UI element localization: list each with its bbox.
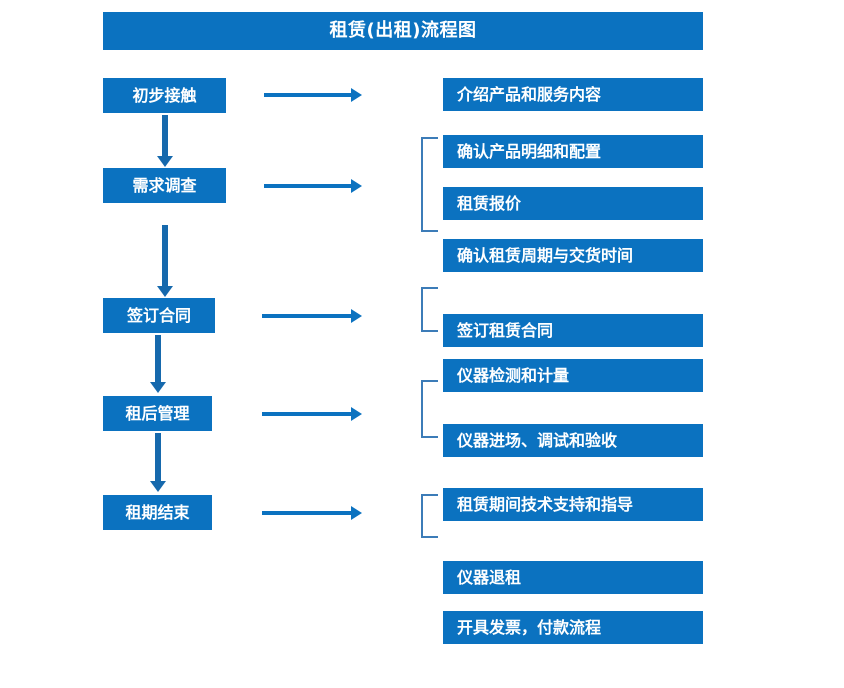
arrow-head [157, 286, 173, 297]
arrow-shaft [162, 115, 168, 156]
stage-label-5: 租期结束 [125, 502, 190, 522]
detail-node-1[interactable]: 介绍产品和服务内容 [443, 78, 703, 111]
group-bracket-1 [421, 137, 438, 232]
stage-node-5[interactable]: 租期结束 [103, 495, 212, 530]
detail-label-10: 开具发票，付款流程 [457, 617, 602, 637]
detail-label-3: 租赁报价 [457, 193, 522, 213]
detail-node-7[interactable]: 仪器进场、调试和验收 [443, 424, 703, 457]
arrow-head [351, 88, 362, 102]
detail-node-4[interactable]: 确认租赁周期与交货时间 [443, 239, 703, 272]
chart-title-bar: 租赁(出租)流程图 [103, 12, 703, 50]
stage-label-3: 签订合同 [126, 305, 191, 325]
arrow-shaft [162, 225, 168, 286]
detail-arrow-2 [264, 179, 362, 193]
stage-node-4[interactable]: 租后管理 [103, 396, 212, 431]
arrow-head [351, 407, 362, 421]
arrow-head [157, 156, 173, 167]
detail-node-6[interactable]: 仪器检测和计量 [443, 359, 703, 392]
group-bracket-2 [421, 287, 438, 332]
detail-node-3[interactable]: 租赁报价 [443, 187, 703, 220]
detail-arrow-4 [262, 407, 362, 421]
detail-label-6: 仪器检测和计量 [457, 365, 570, 385]
stage-label-2: 需求调查 [132, 175, 197, 195]
detail-node-10[interactable]: 开具发票，付款流程 [443, 611, 703, 644]
detail-label-8: 租赁期间技术支持和指导 [457, 494, 634, 514]
arrow-shaft [155, 335, 161, 382]
arrow-shaft [262, 511, 352, 515]
flow-arrow-down-4 [150, 433, 166, 492]
detail-label-7: 仪器进场、调试和验收 [457, 430, 618, 450]
stage-node-2[interactable]: 需求调查 [103, 168, 226, 203]
detail-node-8[interactable]: 租赁期间技术支持和指导 [443, 488, 703, 521]
group-bracket-3 [421, 380, 438, 438]
arrow-shaft [264, 93, 352, 97]
arrow-shaft [264, 184, 352, 188]
arrow-shaft [262, 412, 352, 416]
stage-node-1[interactable]: 初步接触 [103, 78, 226, 113]
arrow-shaft [262, 314, 352, 318]
detail-node-5[interactable]: 签订租赁合同 [443, 314, 703, 347]
detail-arrow-5 [262, 506, 362, 520]
stage-label-4: 租后管理 [125, 403, 190, 423]
flow-arrow-down-2 [157, 225, 173, 297]
detail-label-9: 仪器退租 [457, 567, 522, 587]
arrow-head [351, 179, 362, 193]
page-title: 租赁(出租)流程图 [329, 20, 477, 41]
group-bracket-4 [421, 494, 438, 538]
flow-arrow-down-1 [157, 115, 173, 167]
detail-node-9[interactable]: 仪器退租 [443, 561, 703, 594]
detail-label-4: 确认租赁周期与交货时间 [457, 245, 634, 265]
stage-node-3[interactable]: 签订合同 [103, 298, 215, 333]
stage-label-1: 初步接触 [132, 85, 197, 105]
arrow-head [351, 506, 362, 520]
detail-label-1: 介绍产品和服务内容 [457, 84, 602, 104]
arrow-shaft [155, 433, 161, 481]
arrow-head [150, 382, 166, 393]
arrow-head [351, 309, 362, 323]
flow-arrow-down-3 [150, 335, 166, 393]
detail-node-2[interactable]: 确认产品明细和配置 [443, 135, 703, 168]
detail-arrow-3 [262, 309, 362, 323]
detail-label-5: 签订租赁合同 [457, 320, 554, 340]
arrow-head [150, 481, 166, 492]
detail-label-2: 确认产品明细和配置 [457, 141, 602, 161]
detail-arrow-1 [264, 88, 362, 102]
